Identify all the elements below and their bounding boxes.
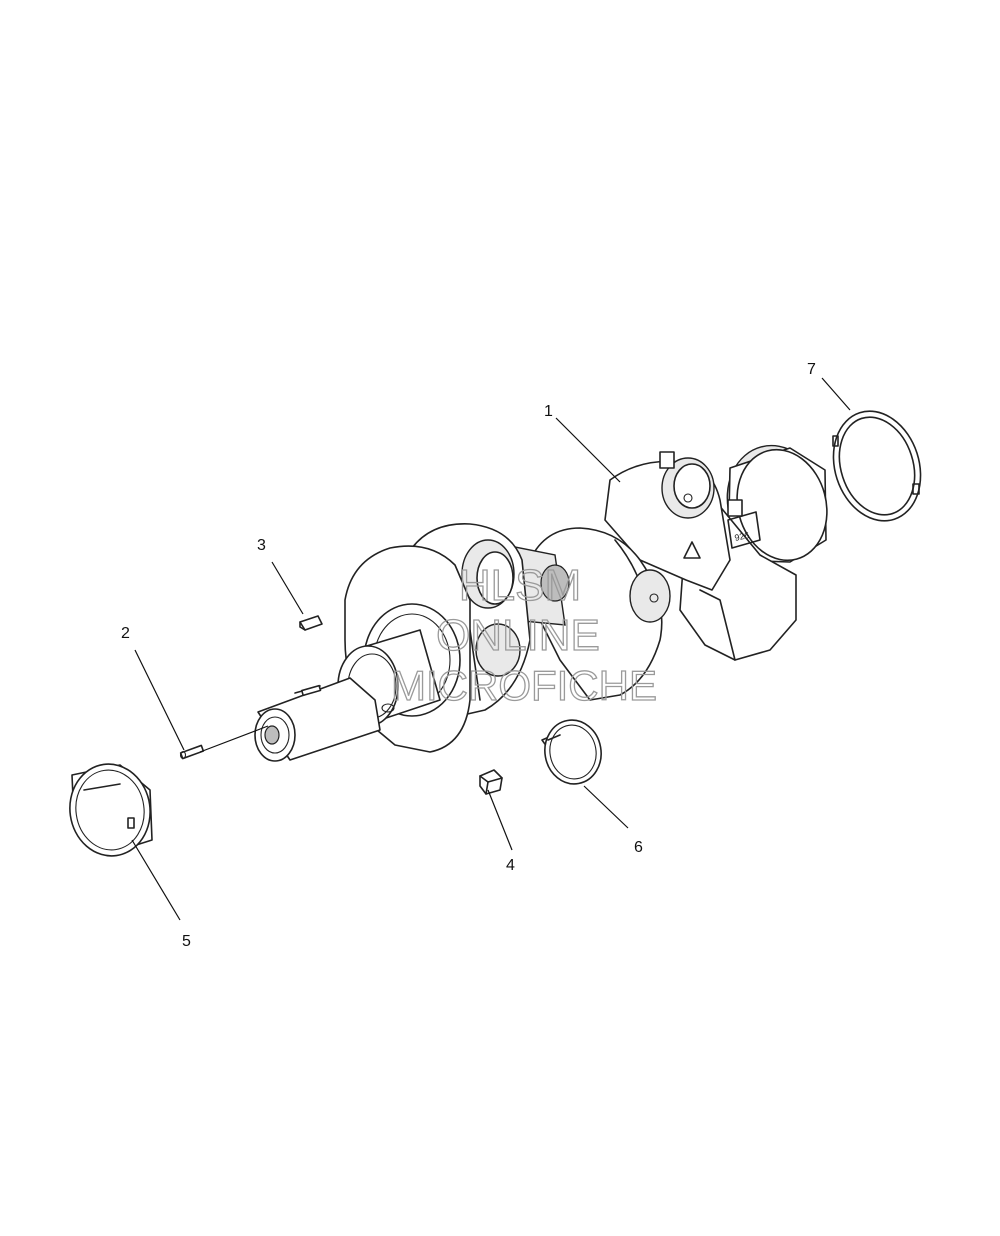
watermark-line-1: HLSM [459,561,581,610]
leader-lines [131,377,851,921]
callout-3[interactable]: 3 [257,537,266,554]
part-3-key[interactable] [299,615,323,631]
callout-4[interactable]: 4 [506,857,515,874]
watermark-line-3: MICROFICHE [391,662,657,709]
callout-7[interactable]: 7 [807,361,816,378]
part-1-crankshaft[interactable]: 926 [254,435,839,762]
part-7-thrust-washer[interactable] [820,400,934,532]
callout-6[interactable]: 6 [634,839,643,856]
callout-5[interactable]: 5 [182,933,191,950]
callout-2[interactable]: 2 [121,625,130,642]
part-6-rod-bearing[interactable] [540,716,606,789]
part-4-block[interactable] [479,769,503,795]
part-stamp-number: 926 [734,530,751,543]
callout-1[interactable]: 1 [544,403,553,420]
watermark-line-2: ONLINE [436,611,600,660]
part-5-main-bearing[interactable] [64,759,156,861]
callout-labels: 1 2 3 4 5 6 7 [121,361,816,950]
watermark: HLSM ONLINE MICROFICHE [390,560,657,709]
part-2-dowel-pin[interactable] [179,744,205,760]
